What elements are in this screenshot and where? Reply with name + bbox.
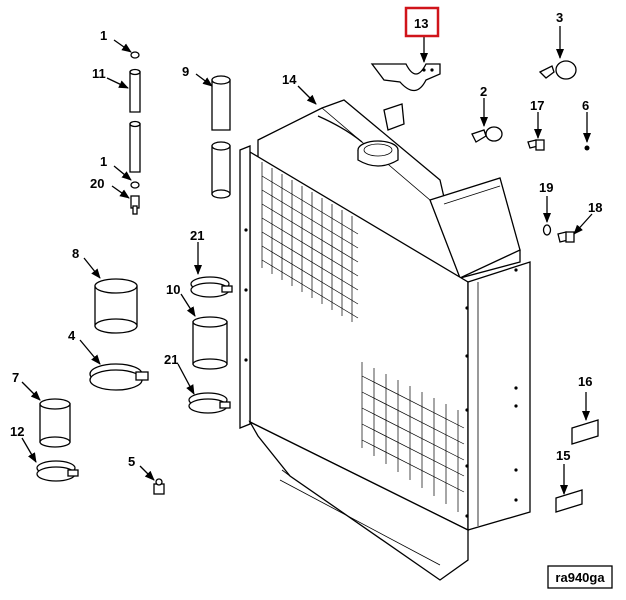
callout-1-upper: 1 xyxy=(100,28,107,43)
callout-10: 10 xyxy=(166,282,180,297)
small-clamp-part xyxy=(36,460,79,482)
callout-7: 7 xyxy=(12,370,19,385)
leader-lines xyxy=(21,26,593,495)
fitting-part-lower xyxy=(130,181,140,189)
small-hose-part xyxy=(39,398,71,448)
core-mesh-lower xyxy=(361,362,465,512)
clamp-part-lower xyxy=(188,392,231,414)
callout-15: 15 xyxy=(556,448,570,463)
nut-part xyxy=(584,145,590,151)
callout-6: 6 xyxy=(582,98,589,113)
callout-4: 4 xyxy=(68,328,76,343)
reference-code-box: ra940ga xyxy=(547,565,613,589)
callout-labels: 1 11 1 20 9 13 3 14 2 17 6 19 18 8 21 10… xyxy=(10,6,602,469)
callout-3: 3 xyxy=(556,10,563,25)
tube-part xyxy=(129,68,141,173)
clip-part xyxy=(538,60,577,80)
callout-17: 17 xyxy=(530,98,544,113)
callout-11: 11 xyxy=(92,66,106,81)
short-hose-part xyxy=(192,316,228,370)
callout-12: 12 xyxy=(10,424,24,439)
core-mesh-upper xyxy=(261,162,359,322)
bracket-part xyxy=(370,63,441,92)
callout-20: 20 xyxy=(90,176,104,191)
small-clip-part xyxy=(471,126,503,143)
callout-16: 16 xyxy=(578,374,592,389)
reference-code: ra940ga xyxy=(555,570,605,585)
clamp-part-upper xyxy=(190,276,233,298)
drain-cock-part xyxy=(153,478,165,495)
washer-part xyxy=(542,224,552,236)
radiator-assembly xyxy=(239,99,531,581)
hose-part xyxy=(211,75,231,199)
large-clamp-part xyxy=(89,363,149,391)
callout-13: 13 xyxy=(414,16,428,31)
callout-2: 2 xyxy=(480,84,487,99)
decal-part-upper xyxy=(571,419,599,445)
callout-5: 5 xyxy=(128,454,135,469)
drain-fitting-part xyxy=(130,195,140,215)
callout-8: 8 xyxy=(72,246,79,261)
callout-18: 18 xyxy=(588,200,602,215)
large-hose-part xyxy=(94,278,138,334)
callout-14: 14 xyxy=(282,72,297,87)
callout-1-lower: 1 xyxy=(100,154,107,169)
callout-13-highlight-box xyxy=(404,6,440,38)
callout-21-upper: 21 xyxy=(190,228,204,243)
decal-part-lower xyxy=(555,489,583,513)
bolt-part xyxy=(527,139,545,151)
bolt-part-2 xyxy=(557,231,575,243)
callout-19: 19 xyxy=(539,180,553,195)
callout-21-lower: 21 xyxy=(164,352,178,367)
fitting-part-upper xyxy=(130,51,140,59)
callout-9: 9 xyxy=(182,64,189,79)
